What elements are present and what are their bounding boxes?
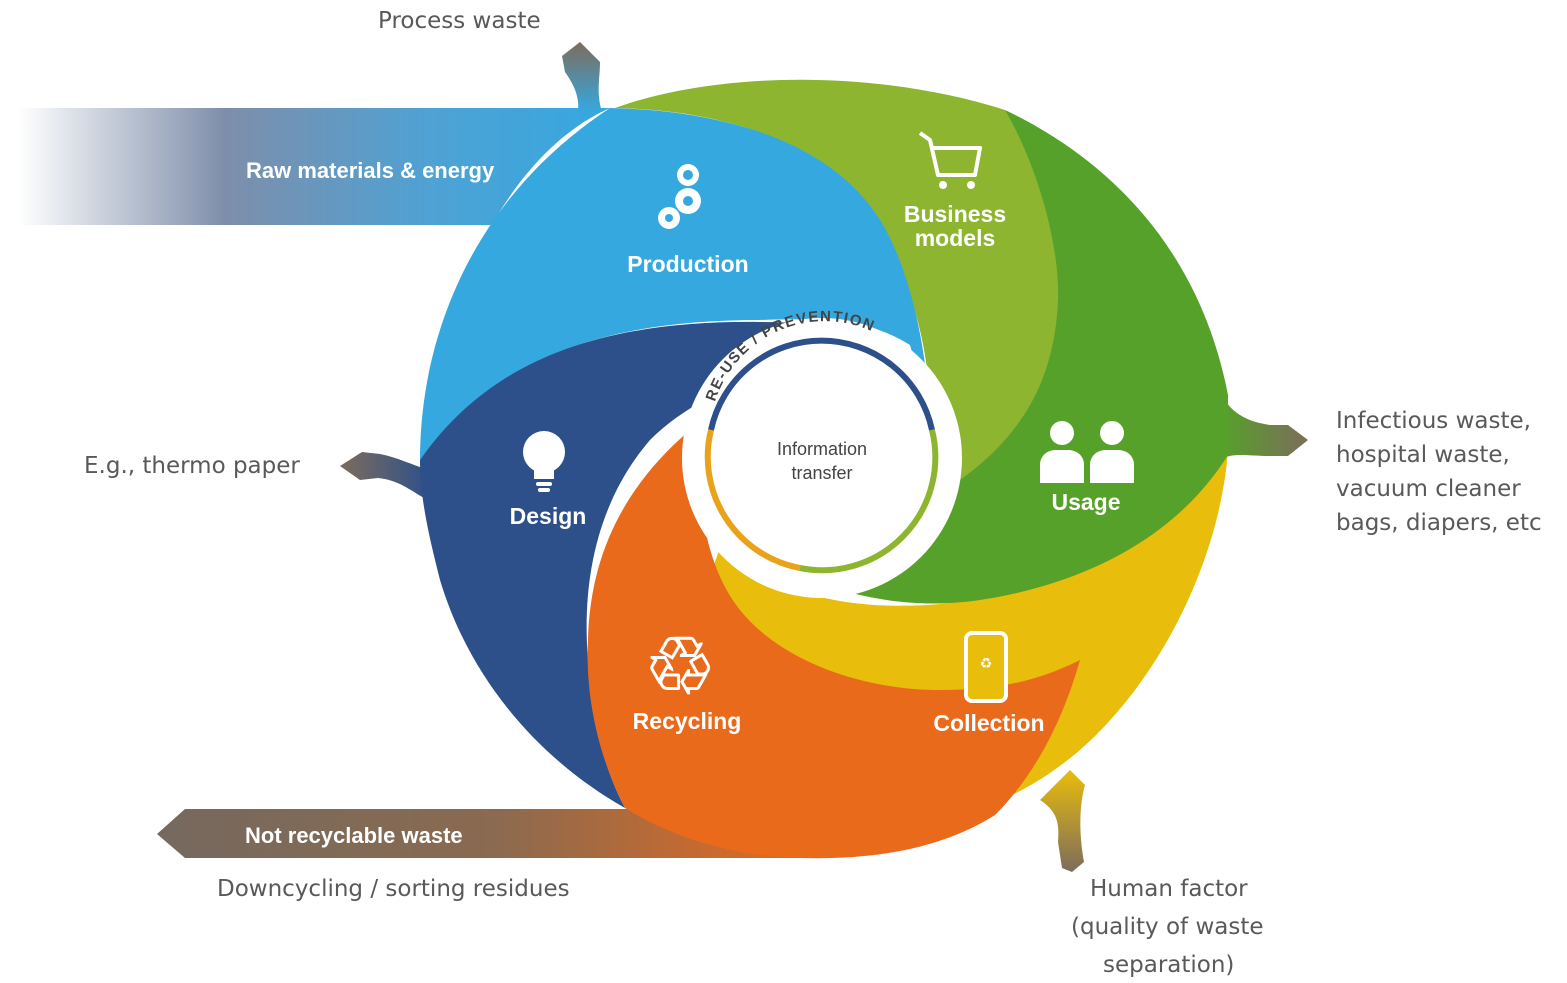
- segment-recycling: [587, 410, 1080, 859]
- recycle-bin-icon: ♻: [964, 631, 1008, 703]
- label-business-models-line1: Business: [904, 201, 1006, 227]
- label-input-arrow: Raw materials & energy: [246, 158, 495, 183]
- annotation-infectious-line4: bags, diapers, etc: [1336, 510, 1542, 536]
- shopping-cart-icon: [918, 131, 982, 189]
- label-recycling: Recycling: [633, 708, 742, 734]
- center-inner-arc-blue: [708, 337, 935, 431]
- thermo-paper-arrow: [340, 452, 430, 500]
- recycle-arrows-icon: ♻: [644, 621, 717, 714]
- lightbulb-icon: [523, 431, 565, 492]
- human-factor-arrow: [1040, 770, 1085, 872]
- center-inner-circle: [716, 352, 928, 564]
- center-inner-arc-green: [799, 429, 939, 574]
- center-label-line1: Information: [777, 439, 867, 459]
- process-waste-arrow: [562, 42, 602, 112]
- label-collection: Collection: [933, 710, 1044, 736]
- users-icon: [1040, 421, 1134, 483]
- input-arrow: [18, 108, 610, 225]
- label-output-arrow: Not recyclable waste: [245, 823, 463, 848]
- annotation-process-waste: Process waste: [378, 8, 541, 34]
- annotation-infectious-line2: hospital waste,: [1336, 442, 1510, 468]
- svg-text:♻: ♻: [980, 656, 993, 672]
- gears-icon: [658, 164, 701, 229]
- segment-production: [420, 108, 930, 460]
- infectious-waste-arrow: [1222, 395, 1308, 460]
- annotation-infectious-line1: Infectious waste,: [1336, 408, 1531, 434]
- annotation-thermo-paper: E.g., thermo paper: [84, 453, 300, 479]
- annotation-human-factor-line2: (quality of waste: [1071, 914, 1264, 940]
- center-label-line2: transfer: [791, 463, 852, 483]
- label-production: Production: [627, 251, 748, 277]
- annotation-downcycling: Downcycling / sorting residues: [217, 876, 570, 902]
- annotation-human-factor-line1: Human factor: [1090, 876, 1248, 902]
- label-business-models-line2: models: [915, 225, 996, 251]
- center-inner-arc-orange: [704, 429, 801, 571]
- label-usage: Usage: [1051, 489, 1120, 515]
- segment-business-models: [615, 79, 1059, 481]
- annotation-infectious-line3: vacuum cleaner: [1336, 476, 1521, 502]
- svg-text:♻: ♻: [645, 622, 715, 712]
- annotation-human-factor-line3: separation): [1103, 952, 1235, 978]
- label-design: Design: [510, 503, 587, 529]
